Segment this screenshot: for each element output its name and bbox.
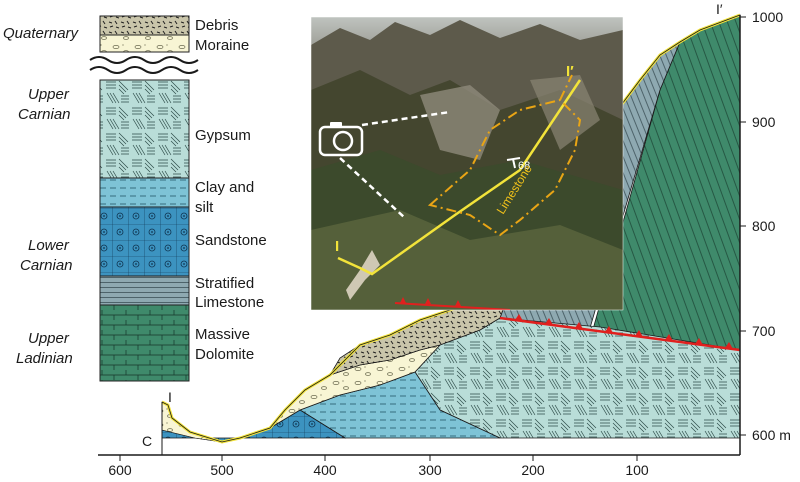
era-label-lower-carnian: Lower Carnian: [20, 237, 73, 274]
unit-label-clay-and-silt: Clay and silt: [195, 179, 258, 216]
x-tick-label: 100: [625, 462, 649, 478]
unit-label-massive-dolomite: Massive Dolomite: [195, 326, 254, 363]
dip-symbol: [506, 157, 521, 169]
stratigraphic-legend: Quaternary Upper Carnian Lower Carnian U…: [3, 15, 267, 382]
legend-swatch-sandstone: [99, 206, 190, 277]
legend-swatch-moraine: [99, 34, 190, 53]
photo-end-label: I′: [566, 63, 574, 80]
camera-icon: [318, 122, 364, 157]
era-label-quaternary: Quaternary: [3, 25, 80, 42]
y-tick-label: 600 m: [752, 427, 791, 443]
field-photo-inset: 68 Limestone I I′: [310, 16, 624, 311]
legend-swatch-clay-and-silt: [99, 177, 190, 208]
legend-swatch-debris: [99, 15, 190, 36]
section-end-label: I′: [716, 1, 723, 17]
y-tick-label: 900: [752, 114, 776, 130]
y-tick-label: 700: [752, 323, 776, 339]
unit-label-sandstone: Sandstone: [195, 232, 267, 249]
photo-start-label: I: [335, 238, 339, 255]
unconformity-wavy-lines: [89, 56, 199, 74]
point-c-label: C: [142, 433, 152, 449]
unit-label-gypsum: Gypsum: [195, 127, 251, 144]
unit-label-stratified-limestone: Stratified Limestone: [195, 275, 264, 311]
y-tick-label: 800: [752, 218, 776, 234]
legend-swatch-stratified-limestone: [99, 275, 190, 306]
x-tick-label: 400: [313, 462, 337, 478]
section-start-label: I: [168, 389, 172, 405]
legend-swatch-massive-dolomite: [99, 304, 190, 382]
photo-camera-view-lines: [339, 110, 451, 219]
dip-value-label: 68: [518, 160, 530, 172]
y-axis-ticks: [740, 16, 746, 436]
y-tick-label: 1000: [752, 9, 783, 25]
photo-section-trace: [337, 79, 582, 276]
era-label-upper-carnian: Upper Carnian: [18, 86, 73, 123]
legend-swatch-gypsum: [99, 79, 190, 179]
x-tick-label: 500: [210, 462, 234, 478]
thrust-fault-line: [499, 314, 741, 352]
unit-label-debris: Debris: [195, 17, 238, 34]
x-axis-ticks: [119, 455, 638, 461]
x-tick-label: 600: [108, 462, 132, 478]
x-tick-label: 300: [418, 462, 442, 478]
unit-label-moraine: Moraine: [195, 37, 249, 54]
photo-limestone-outline: [427, 98, 582, 237]
era-label-upper-ladinian: Upper Ladinian: [16, 330, 73, 367]
x-tick-label: 200: [521, 462, 545, 478]
